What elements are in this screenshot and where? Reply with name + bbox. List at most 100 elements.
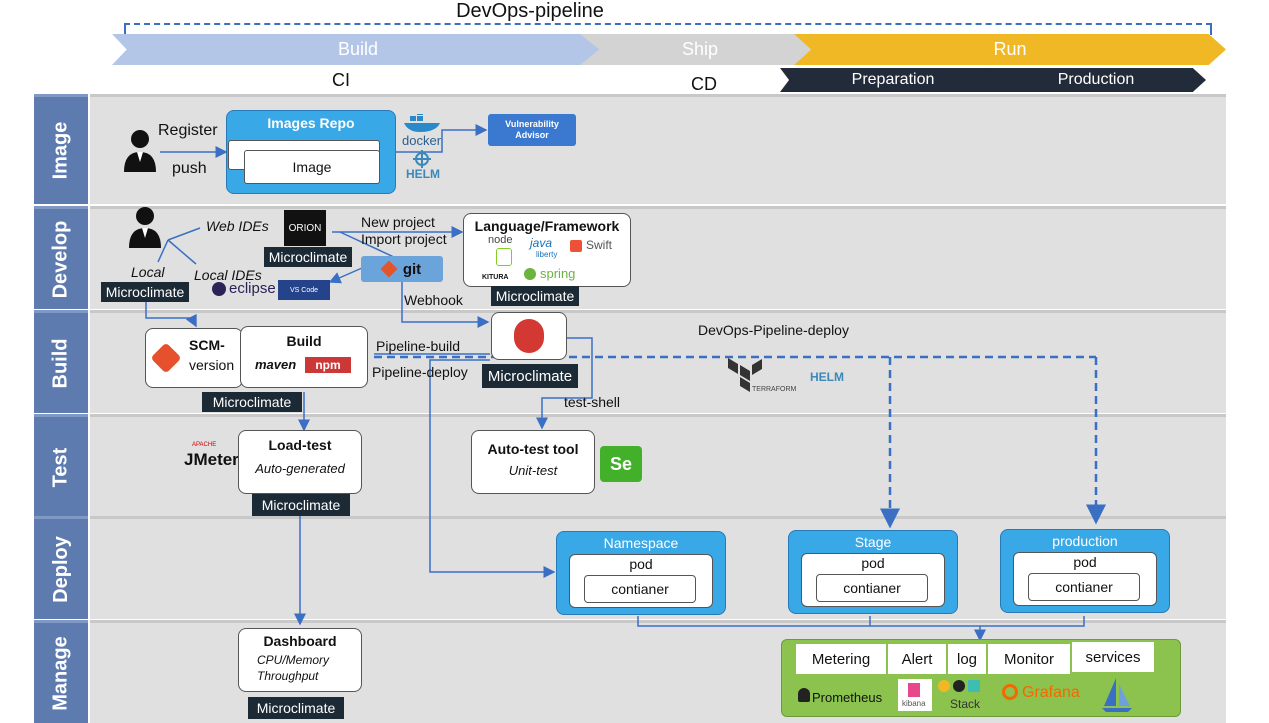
java-label: java	[530, 236, 553, 250]
stage-pod-label: pod	[861, 555, 885, 571]
microclimate-tag-manage: Microclimate	[248, 697, 344, 719]
phase-run: Run	[794, 34, 1226, 65]
diagram-title: DevOps-pipeline	[456, 0, 604, 22]
services-tile: services	[1072, 642, 1154, 672]
lane-label-deploy: Deploy	[34, 516, 88, 619]
microclimate-tag-jenkins: Microclimate	[482, 364, 578, 388]
metering-tile: Metering	[796, 644, 886, 674]
cpu-memory-label: CPU/Memory	[257, 653, 330, 667]
lane-label-image: Image	[34, 94, 88, 204]
selenium-icon: Se	[600, 446, 642, 482]
web-ides-label: Web IDEs	[206, 218, 269, 234]
terraform-label: TERRAFORM	[752, 386, 797, 393]
stage-box: Stage pod contianer	[788, 530, 958, 614]
load-test-title: Load-test	[268, 437, 332, 453]
monitor-tile: Monitor	[988, 644, 1070, 674]
namespace-container: contianer	[584, 575, 696, 603]
namespace-box: Namespace pod contianer	[556, 531, 726, 615]
stack-label: Stack	[950, 697, 981, 711]
microclimate-tag-build: Microclimate	[202, 392, 302, 412]
version-label: version	[189, 357, 235, 373]
dashboard-box: Dashboard CPU/Memory Throughput	[238, 628, 362, 692]
auto-test-tool-box: Auto-test tool Unit-test	[471, 430, 595, 494]
user-icon	[122, 128, 158, 172]
devops-pipeline-deploy-label: DevOps-Pipeline-deploy	[698, 322, 849, 338]
vscode-label: VS Code	[289, 286, 319, 294]
alert-tile: Alert	[888, 644, 946, 674]
scm-version-box: SCM- version	[145, 328, 243, 388]
selenium-label: Se	[609, 453, 633, 474]
git-label: git	[402, 260, 422, 278]
new-project-label: New project	[361, 214, 435, 230]
push-label: push	[172, 160, 207, 177]
production-container: contianer	[1028, 573, 1140, 601]
local-label: Local	[131, 264, 165, 280]
kitura-label: KITURA	[482, 274, 509, 281]
liberty-label: liberty	[536, 250, 558, 259]
jenkins-box	[491, 312, 567, 360]
swift-icon	[570, 240, 582, 252]
grafana-icon	[1002, 684, 1018, 700]
docker-label: docker	[402, 133, 442, 148]
language-framework-box: Language/Framework node java liberty Swi…	[463, 213, 631, 287]
maven-label: maven	[255, 357, 297, 372]
spring-icon	[524, 268, 536, 280]
log-tile: log	[948, 644, 986, 674]
npm-label: npm	[315, 358, 341, 372]
local-ides-label: Local IDEs	[194, 267, 262, 283]
images-repo-title: Images Repo	[267, 115, 355, 131]
webhook-label: Webhook	[404, 292, 463, 308]
vulnerability-advisor: Vulnerability Advisor	[488, 114, 576, 146]
git-icon	[380, 260, 398, 278]
eclipse-label: eclipse	[229, 280, 276, 297]
register-label: Register	[158, 122, 218, 139]
elastic-stack-icon	[938, 680, 980, 694]
image-card: Image	[244, 150, 380, 184]
pipeline-deploy-label: Pipeline-deploy	[372, 364, 468, 380]
phase-ship: Ship	[580, 34, 820, 65]
orion-label: ORION	[288, 222, 322, 234]
production-pod: pod contianer	[1013, 552, 1157, 606]
auto-generated-label: Auto-generated	[255, 461, 345, 476]
docker-whale-icon	[400, 114, 444, 132]
stage-container: contianer	[816, 574, 928, 602]
prometheus-label: Prometheus	[812, 690, 883, 705]
microclimate-tag-orion: Microclimate	[264, 247, 352, 267]
throughput-label: Throughput	[257, 669, 319, 683]
orion-logo: ORION	[284, 210, 326, 246]
npm-badge: npm	[305, 357, 351, 373]
terraform-icon	[728, 358, 764, 392]
eclipse-icon	[212, 282, 226, 296]
helm-wheel-icon	[410, 150, 434, 168]
stage-pod: pod contianer	[801, 553, 945, 607]
kibana-icon	[908, 683, 920, 697]
production-title: production	[1052, 533, 1118, 549]
microclimate-tag-test: Microclimate	[252, 494, 350, 516]
scm-logo-icon	[150, 342, 182, 374]
kibana-label: kibana	[902, 699, 926, 708]
developer-user-icon	[128, 206, 162, 248]
production-pod-label: pod	[1073, 554, 1097, 570]
ci-label: CI	[332, 70, 350, 90]
language-framework-title: Language/Framework	[474, 218, 620, 234]
production-box: production pod contianer	[1000, 529, 1170, 613]
dashboard-title: Dashboard	[263, 633, 337, 649]
scm-label: SCM-	[189, 337, 225, 353]
spring-label: spring	[540, 266, 576, 281]
vscode-badge: VS Code	[278, 280, 330, 300]
phase-production: Production	[986, 68, 1206, 92]
stage-title: Stage	[854, 534, 892, 550]
helm-build-label: HELM	[810, 370, 844, 384]
namespace-title: Namespace	[603, 535, 679, 551]
microclimate-tag-language: Microclimate	[491, 286, 579, 306]
jmeter-label: JMeter	[184, 450, 239, 469]
auto-test-tool-title: Auto-test tool	[487, 441, 579, 457]
kibana-badge: kibana	[898, 679, 932, 711]
load-test-box: Load-test Auto-generated	[238, 430, 362, 494]
nodejs-icon	[496, 248, 512, 266]
pipeline-dashed-bracket	[124, 23, 1212, 35]
namespace-pod-label: pod	[629, 556, 653, 572]
pipeline-build-label: Pipeline-build	[376, 338, 461, 354]
sailboat-icon	[1100, 676, 1134, 712]
unit-test-label: Unit-test	[508, 463, 558, 478]
